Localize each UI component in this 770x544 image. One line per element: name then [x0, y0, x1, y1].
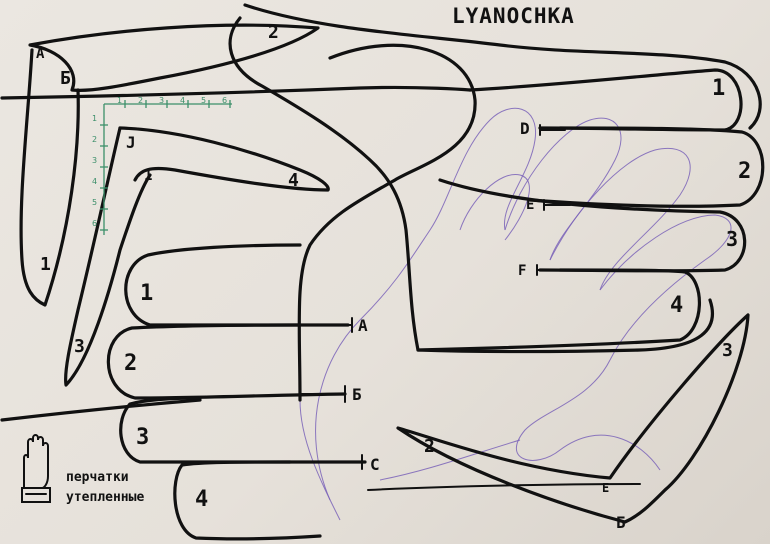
mid-thumb-label-c: 1: [144, 168, 152, 184]
palm-inner-curve: [297, 43, 477, 402]
violet-hand-trace: [299, 107, 732, 521]
left-finger-2: [106, 323, 347, 400]
ruler-v-label: 6: [92, 219, 97, 228]
point-label-b: Б: [352, 385, 362, 404]
left-spike: [19, 48, 80, 307]
top-baseline: [0, 85, 472, 100]
caption-line-2: утепленные: [66, 490, 145, 505]
left-finger-label-2: 2: [124, 351, 137, 376]
point-label-f: F: [518, 263, 526, 279]
right-finger-label-3: 3: [726, 227, 738, 251]
bottom-thumb-label-a: 2: [424, 436, 435, 457]
outer-arc: [243, 3, 762, 130]
left-fingers: [106, 243, 367, 541]
right-fingers: [416, 68, 765, 352]
right-finger-4: [416, 268, 701, 352]
top-thumb-label-c: Б: [60, 68, 71, 89]
mid-thumb-label-a: J: [126, 133, 136, 152]
ruler-h-label: 5: [201, 96, 206, 105]
reference-marks: [299, 124, 571, 470]
mid-thumb-label-d: 3: [74, 336, 85, 357]
top-thumb-label-a: 2: [268, 22, 279, 43]
left-finger-label-3: 3: [136, 425, 149, 450]
mid-thumb-upper: [118, 126, 330, 192]
point-label-c: C: [370, 455, 380, 474]
bottom-thumb-base: [367, 483, 641, 491]
ruler-v-label: 4: [92, 177, 97, 186]
right-finger-3: [438, 178, 747, 273]
bottom-thumb: [396, 313, 750, 524]
bottom-thumb-label-c: Б: [616, 513, 626, 532]
left-finger-label-4: 4: [195, 487, 208, 512]
right-finger-label-2: 2: [738, 159, 751, 184]
bottom-thumb-label-d: E: [602, 481, 609, 495]
mid-thumb-label-b: 4: [288, 170, 299, 191]
bottom-thumb-label-b: 3: [722, 340, 733, 361]
point-label-a: A: [358, 316, 368, 335]
ruler-v-label: 1: [92, 114, 97, 123]
point-label-e: E: [526, 197, 534, 213]
ruler-h-label: 2: [138, 96, 143, 105]
glove-icon: [21, 434, 51, 503]
right-finger-2: [528, 126, 765, 208]
right-finger-label-1: 1: [712, 76, 725, 101]
top-thumb-label-d: 1: [40, 254, 51, 275]
ruler-h-label: 6: [222, 96, 227, 105]
bottom-baseline: [0, 398, 202, 422]
caption-line-1: перчатки: [66, 470, 129, 485]
point-label-d: D: [520, 119, 530, 138]
ruler-h-label: 1: [117, 96, 122, 105]
top-thumb-label-b: A: [36, 46, 45, 62]
ruler-v-label: 2: [92, 135, 97, 144]
ruler-v-label: 3: [92, 156, 97, 165]
palm-outline: [228, 16, 715, 354]
green-ruler: 1 2 3 4 5 6 1 2 3 4 5 6: [92, 96, 232, 235]
ruler-h-label: 3: [159, 96, 164, 105]
ruler-h-label: 4: [180, 96, 185, 105]
left-finger-4: [173, 460, 322, 541]
ruler-v-label: 5: [92, 198, 97, 207]
right-finger-1: [468, 68, 743, 132]
right-finger-label-4: 4: [670, 293, 683, 318]
mid-thumb-lower: [64, 126, 152, 387]
left-finger-1: [124, 243, 350, 327]
page-title: LYANOCHKA: [452, 4, 575, 28]
left-finger-label-1: 1: [140, 281, 153, 306]
left-finger-3: [119, 396, 367, 464]
